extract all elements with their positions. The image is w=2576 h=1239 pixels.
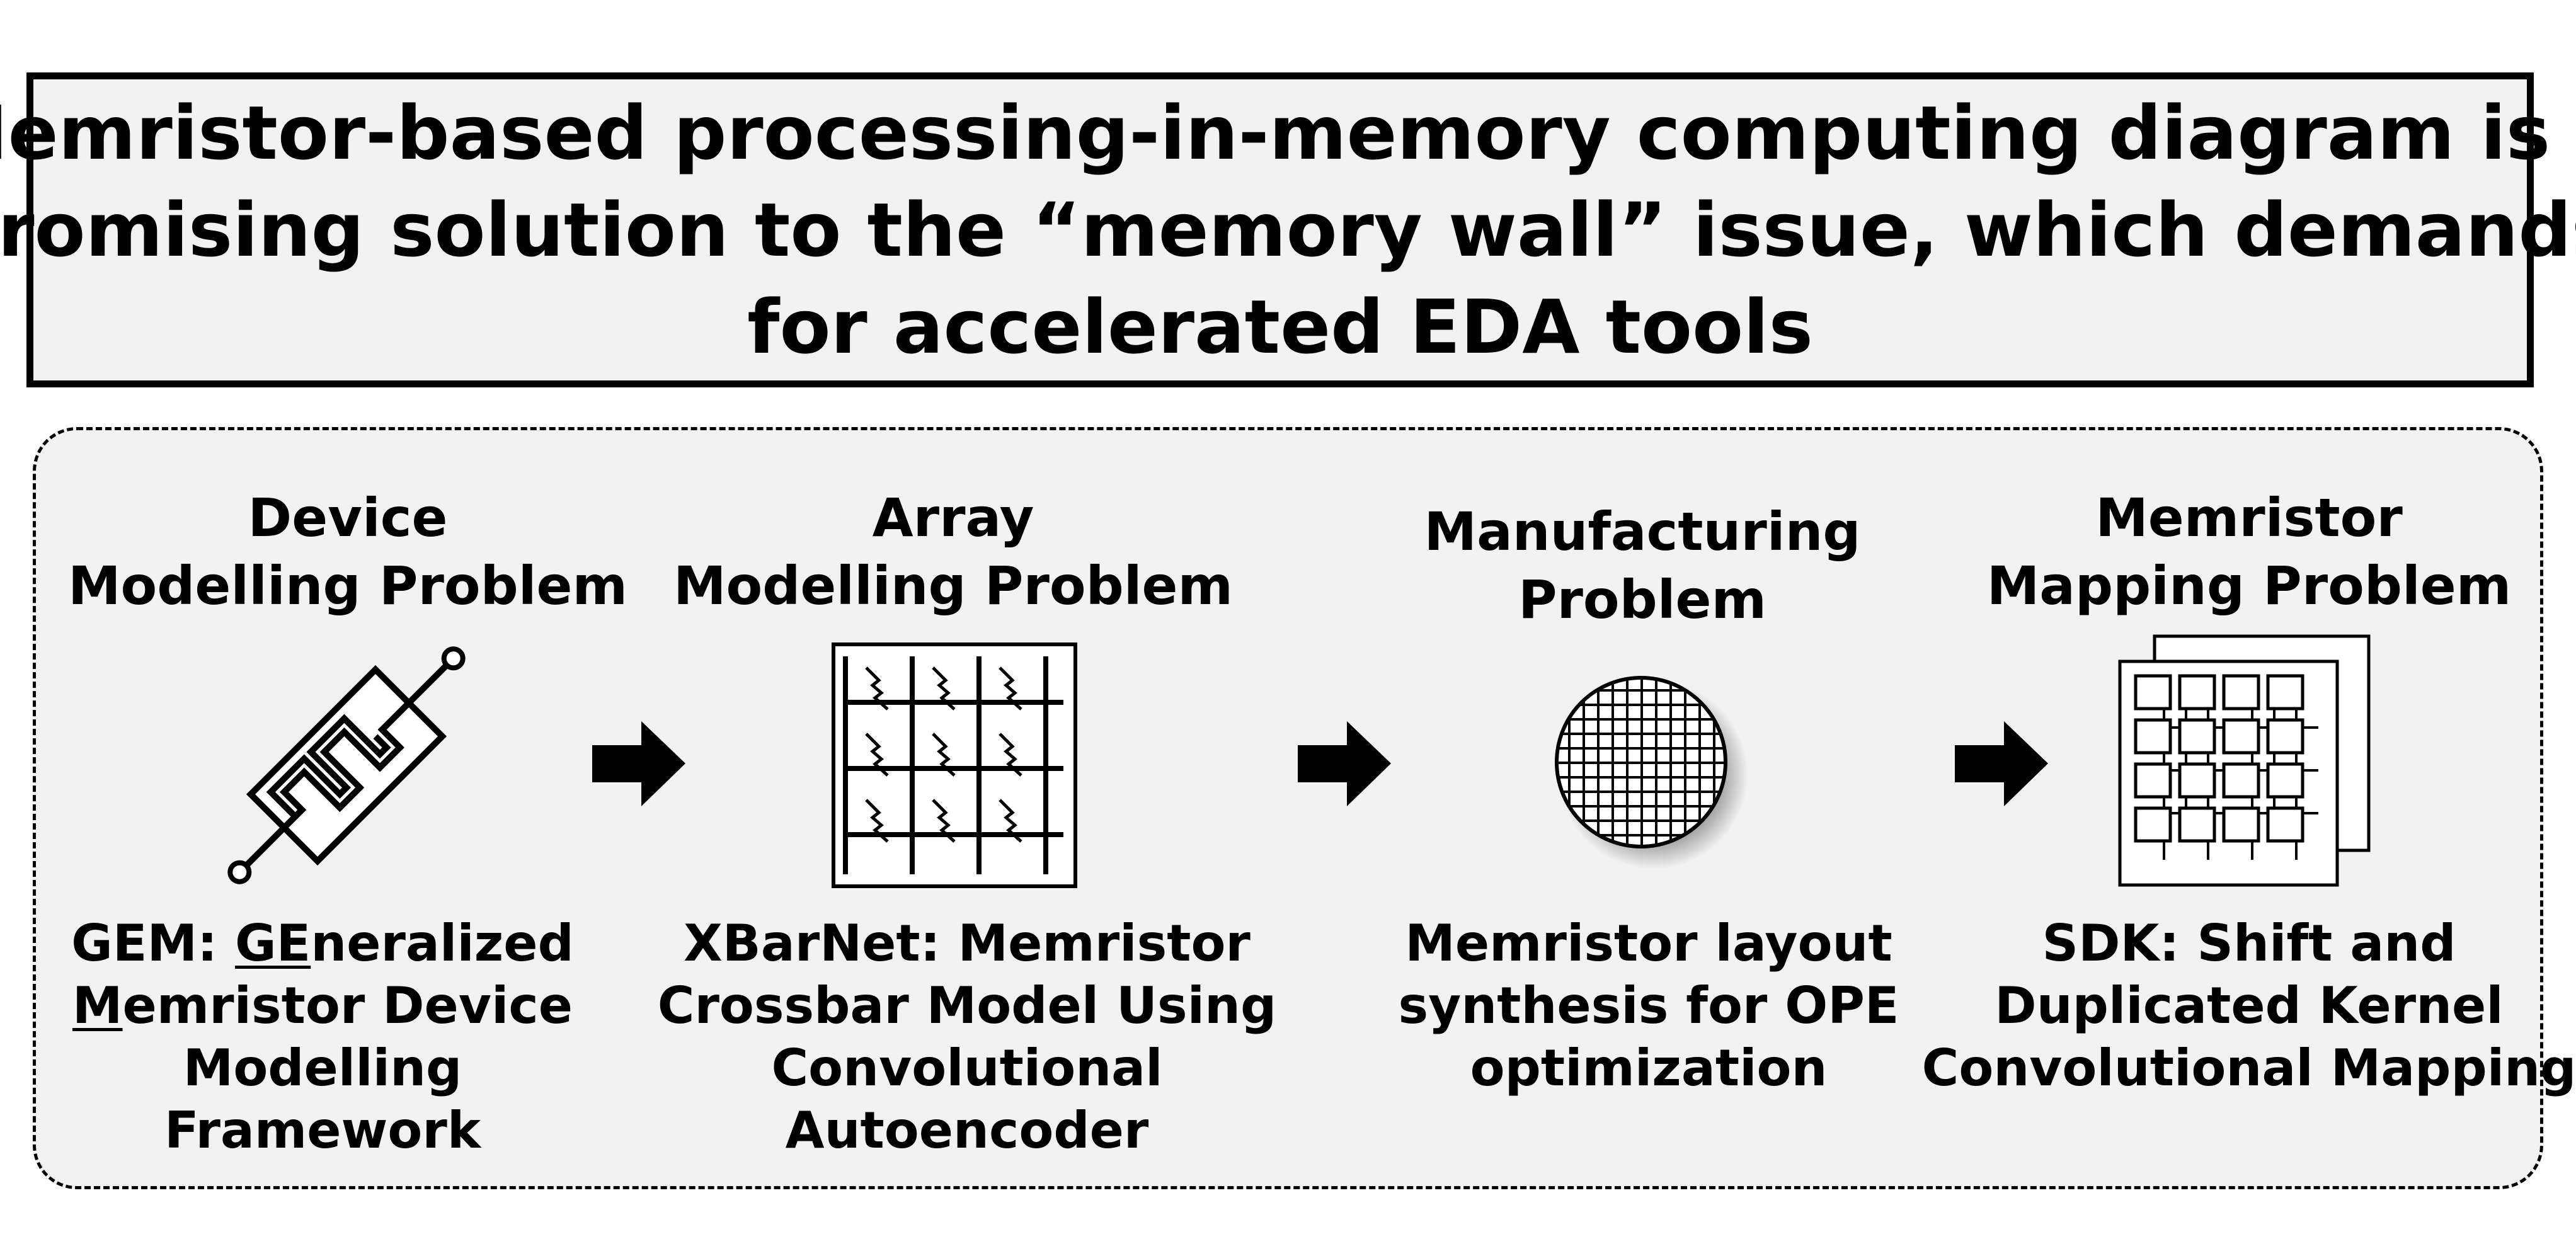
- header-line-1: Memristor-based processing-in-memory com…: [0, 89, 2576, 176]
- stage-array-title-line-1: Array: [872, 487, 1034, 549]
- stage-device-desc-line-1: GEM: GEneralized: [71, 914, 574, 973]
- stage-manufacturing-desc-line-3: optimization: [1470, 1039, 1828, 1097]
- stage-mapping-desc-line-1: SDK: Shift and: [2042, 914, 2456, 973]
- stage-device-desc-line-2: Memristor Device: [72, 976, 573, 1035]
- stage-device-title-line-1: Device: [248, 487, 448, 549]
- stage-device-desc: GEM: GEneralized Memristor Device Modell…: [71, 912, 574, 1162]
- header-line-3: for accelerated EDA tools: [747, 283, 1813, 370]
- stage-device-title-line-2: Modelling Problem: [67, 555, 628, 617]
- stage-manufacturing-title-line-2: Problem: [1518, 569, 1767, 631]
- wafer-icon: [1555, 676, 1748, 869]
- stage-array-desc-line-4: Autoencoder: [785, 1101, 1149, 1160]
- header-line-2: promising solution to the “memory wall” …: [0, 186, 2576, 273]
- stage-mapping-desc-line-3: Convolutional Mapping: [1921, 1039, 2576, 1097]
- chip-mapping-icon: [2118, 634, 2371, 887]
- stage-manufacturing-desc-line-2: synthesis for OPE: [1398, 976, 1899, 1035]
- stage-array-title: Array Modelling Problem: [673, 484, 1233, 620]
- stage-array-desc-line-1: XBarNet: Memristor: [684, 914, 1251, 973]
- stage-array-desc-line-2: Crossbar Model Using: [657, 976, 1277, 1035]
- right-arrow-icon: [1298, 721, 1391, 806]
- stage-mapping-title-line-2: Mapping Problem: [1986, 555, 2512, 617]
- memristor-device-icon: [227, 646, 466, 884]
- stage-manufacturing-desc-line-1: Memristor layout: [1405, 914, 1892, 973]
- stage-mapping-title-line-1: Memristor: [2095, 487, 2403, 549]
- stage-mapping-desc-line-2: Duplicated Kernel: [1995, 976, 2504, 1035]
- stage-array-desc-line-3: Convolutional: [771, 1039, 1163, 1097]
- stage-manufacturing-desc: Memristor layout synthesis for OPE optim…: [1398, 912, 1899, 1099]
- stage-mapping-desc: SDK: Shift and Duplicated Kernel Convolu…: [1922, 912, 2576, 1099]
- right-arrow-icon: [592, 721, 685, 806]
- stage-array-title-line-2: Modelling Problem: [673, 555, 1234, 617]
- stage-array-desc: XBarNet: Memristor Crossbar Model Using …: [658, 912, 1277, 1162]
- stage-device-desc-line-4: Framework: [164, 1101, 481, 1160]
- stage-device-desc-line-3: Modelling: [183, 1039, 462, 1097]
- stage-manufacturing-title-line-1: Manufacturing: [1424, 501, 1861, 562]
- crossbar-array-icon: [832, 642, 1077, 888]
- right-arrow-icon: [1955, 721, 2048, 806]
- stage-manufacturing-title: Manufacturing Problem: [1424, 498, 1861, 634]
- stage-mapping-title: Memristor Mapping Problem: [1987, 484, 2512, 620]
- header-statement-box: Memristor-based processing-in-memory com…: [0, 72, 2576, 387]
- stage-device-title: Device Modelling Problem: [68, 484, 627, 620]
